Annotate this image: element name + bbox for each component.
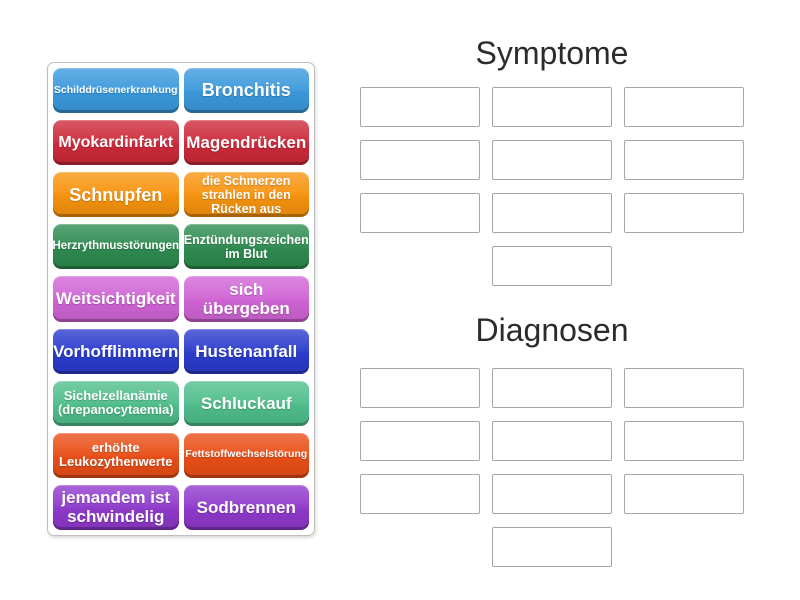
word-tile[interactable]: Fettstoffwechselstörung xyxy=(183,432,309,478)
word-tile-label: Magendrücken xyxy=(186,133,307,153)
drop-slot[interactable] xyxy=(492,246,612,286)
word-tile-label: Myokardinfarkt xyxy=(58,133,174,151)
word-tile-label: Schnupfen xyxy=(69,184,163,205)
word-tile[interactable]: jemandem ist schwindelig xyxy=(53,484,179,530)
word-tile[interactable]: Bronchitis xyxy=(183,68,309,114)
word-tile[interactable]: die Schmerzen strahlen in den Rücken aus xyxy=(183,172,309,218)
word-tile[interactable]: sich übergeben xyxy=(183,276,309,322)
word-tile-label: erhöhte Leukozythenwerte xyxy=(59,439,173,470)
word-tile[interactable]: Herzrythmusstörungen xyxy=(53,224,179,270)
word-tile-label: Bronchitis xyxy=(201,80,291,101)
drop-slot[interactable] xyxy=(624,87,744,127)
word-tile[interactable]: Hustenanfall xyxy=(183,328,309,374)
drop-slot[interactable] xyxy=(360,368,480,408)
word-tile[interactable]: Magendrücken xyxy=(183,120,309,166)
word-tile-label: Schluckauf xyxy=(200,393,292,413)
word-tile[interactable]: Sichelzellanämie (drepanocytaemia) xyxy=(53,380,179,426)
word-tile[interactable]: Schluckauf xyxy=(183,380,309,426)
word-tile[interactable]: Weitsichtigkeit xyxy=(53,276,179,322)
group-title-symptome: Symptome xyxy=(475,35,629,71)
drop-slot[interactable] xyxy=(360,421,480,461)
drop-slot[interactable] xyxy=(624,193,744,233)
drop-slot[interactable] xyxy=(624,474,744,514)
word-tile-label: Schilddrüsenerkrankung xyxy=(53,83,178,96)
word-tile-label: sich übergeben xyxy=(202,279,290,318)
drop-slot[interactable] xyxy=(492,368,612,408)
drop-slot[interactable] xyxy=(624,421,744,461)
diagnosen-drop-area xyxy=(360,368,744,567)
word-tile-label: Sichelzellanämie (drepanocytaemia) xyxy=(57,387,174,418)
drop-slot[interactable] xyxy=(360,474,480,514)
word-tile-panel: Schilddrüsenerkrankung Bronchitis Myokar… xyxy=(47,62,315,536)
drop-slot[interactable] xyxy=(492,193,612,233)
drop-slot[interactable] xyxy=(492,527,612,567)
word-tile-label: Herzrythmusstörungen xyxy=(53,240,179,253)
word-tile-label: Sodbrennen xyxy=(196,497,296,517)
drop-slot[interactable] xyxy=(624,368,744,408)
drop-slot[interactable] xyxy=(360,140,480,180)
word-tile-label: Hustenanfall xyxy=(195,341,298,361)
word-tile-label: Fettstoffwechselstörung xyxy=(185,448,308,461)
word-tile[interactable]: Vorhofflimmern xyxy=(53,328,179,374)
word-tile-label: Weitsichtigkeit xyxy=(55,289,176,309)
drop-slot[interactable] xyxy=(492,421,612,461)
symptome-drop-area xyxy=(360,87,744,286)
drop-slot[interactable] xyxy=(492,87,612,127)
word-tile[interactable]: Sodbrennen xyxy=(183,484,309,530)
drop-slot[interactable] xyxy=(360,87,480,127)
word-tile-label: jemandem ist schwindelig xyxy=(61,488,171,527)
drop-slot[interactable] xyxy=(624,140,744,180)
drop-slot[interactable] xyxy=(360,193,480,233)
word-tile[interactable]: Myokardinfarkt xyxy=(53,120,179,166)
word-tile[interactable]: Schilddrüsenerkrankung xyxy=(53,68,179,114)
word-tile[interactable]: Schnupfen xyxy=(53,172,179,218)
word-tile-label: die Schmerzen strahlen in den Rücken aus xyxy=(201,173,291,216)
word-tile-label: Vorhofflimmern xyxy=(53,341,179,361)
word-tile[interactable]: erhöhte Leukozythenwerte xyxy=(53,432,179,478)
drop-slot[interactable] xyxy=(492,474,612,514)
word-tile[interactable]: Enztündungszeichen im Blut xyxy=(183,224,309,270)
drop-slot[interactable] xyxy=(492,140,612,180)
group-title-diagnosen: Diagnosen xyxy=(475,312,629,348)
word-tile-label: Enztündungszeichen im Blut xyxy=(183,232,309,261)
